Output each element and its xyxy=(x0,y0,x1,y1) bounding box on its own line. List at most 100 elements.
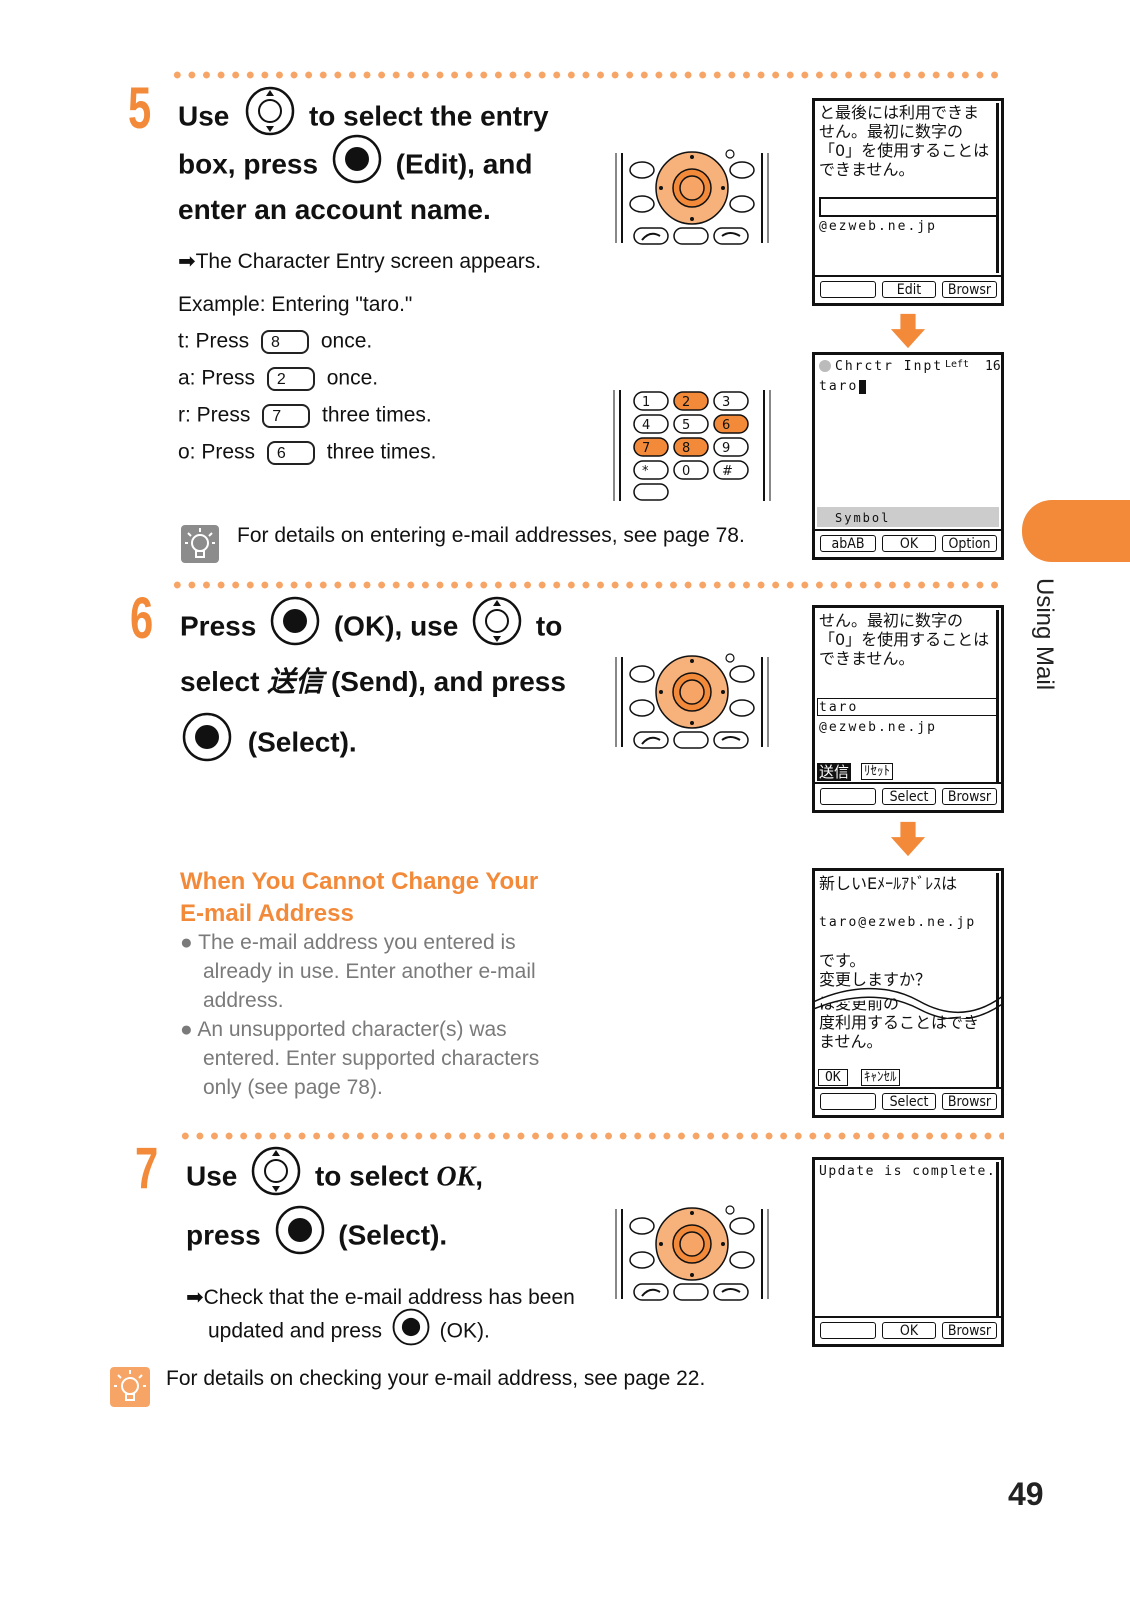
send-label-jp: 送信 xyxy=(267,665,324,698)
tip-lightbulb-icon xyxy=(110,1367,150,1407)
heading-text: (Select). xyxy=(247,726,357,758)
scrollbar[interactable] xyxy=(996,103,999,273)
softkey-browser[interactable]: Browsr xyxy=(942,1322,997,1339)
step-heading-line: (Select). xyxy=(182,726,357,762)
center-key-icon xyxy=(270,596,320,646)
text-input[interactable]: taro xyxy=(819,379,859,394)
softkey-bar: Select Browsr xyxy=(815,782,1001,810)
tip-text: For details on entering e-mail addresses… xyxy=(237,524,745,547)
screen-text: 変更しますか？ xyxy=(819,970,932,989)
heading-text: (Edit), and xyxy=(395,148,533,180)
note-bullet-line: address. xyxy=(203,989,284,1012)
softkey-bar: abAB OK Option xyxy=(815,529,1001,557)
email-domain: @ezweb.ne.jp xyxy=(819,219,937,234)
dotted-divider xyxy=(178,1132,1004,1140)
screen-text: せん。最初に数字の xyxy=(819,122,964,141)
phone-screen-character-input: Chrctr Inpt Left 16 taro Symbol abAB OK … xyxy=(812,352,1004,560)
screen-header: Chrctr Inpt xyxy=(835,359,944,374)
center-key-icon xyxy=(392,1308,430,1346)
navigation-key-icon xyxy=(245,86,295,136)
center-key-icon xyxy=(332,134,382,184)
example-suffix: three times. xyxy=(326,440,437,464)
step-heading-line: Use to select the entry xyxy=(178,100,549,136)
scrollbar[interactable] xyxy=(996,873,999,1087)
softkey-left[interactable] xyxy=(820,788,876,805)
step-result: updated and press (OK). xyxy=(208,1318,490,1346)
example-suffix: once. xyxy=(320,329,373,353)
cancel-button[interactable]: ｷｬﾝｾﾙ xyxy=(861,1069,900,1086)
softkey-browser[interactable]: Browsr xyxy=(942,788,997,805)
phone-navigation-illustration xyxy=(612,652,772,752)
reset-button[interactable]: ﾘｾｯﾄ xyxy=(861,763,893,780)
heading-text: to xyxy=(535,610,563,642)
screen-text: と最後には利用できま xyxy=(819,103,980,122)
softkey-browser[interactable]: Browsr xyxy=(942,281,997,298)
example-row: a: Press 2 once. xyxy=(178,367,378,391)
heading-text: box, press xyxy=(178,148,319,180)
softkey-left[interactable] xyxy=(820,1093,876,1110)
softkey-ok[interactable]: OK xyxy=(882,1322,936,1339)
screen-text: 度利用することはでき xyxy=(819,1013,980,1032)
softkey-browser[interactable]: Browsr xyxy=(942,1093,997,1110)
center-key-icon xyxy=(182,712,232,762)
step-number: 7 xyxy=(135,1136,159,1201)
down-arrow-icon xyxy=(888,312,928,350)
softkey-bar: OK Browsr xyxy=(815,1316,1001,1344)
example-prefix: o: Press xyxy=(178,440,256,464)
softkey-bar: Select Browsr xyxy=(815,1087,1001,1115)
note-bullet-line: ● An unsupported character(s) was xyxy=(180,1018,507,1041)
chapter-tab xyxy=(1022,500,1130,562)
softkey-select[interactable]: Select xyxy=(882,1093,936,1110)
softkey-input-mode[interactable]: abAB xyxy=(820,535,876,552)
heading-text: to select xyxy=(314,1160,429,1192)
navigation-key-icon xyxy=(251,1146,301,1196)
text-cursor xyxy=(859,380,866,394)
chapter-label: Using Mail xyxy=(1031,578,1058,691)
example-row: o: Press 6 three times. xyxy=(178,441,436,465)
phone-keypad-illustration xyxy=(612,388,772,503)
step-number: 5 xyxy=(128,76,152,141)
example-suffix: three times. xyxy=(322,403,432,427)
ok-label: OK xyxy=(436,1161,476,1193)
result-text: (OK). xyxy=(439,1319,490,1343)
symbol-label[interactable]: Symbol xyxy=(835,511,891,525)
softkey-left[interactable] xyxy=(820,1322,876,1339)
tip-lightbulb-icon xyxy=(180,524,220,564)
step-heading-line: press (Select). xyxy=(186,1219,447,1255)
input-mode-icon xyxy=(819,360,831,372)
note-bullet-line: only (see page 78). xyxy=(203,1076,383,1099)
dotted-divider xyxy=(170,581,1002,589)
note-bullet-line: ● The e-mail address you entered is xyxy=(180,931,516,954)
note-bullet-line: entered. Enter supported characters xyxy=(203,1047,540,1070)
example-prefix: a: Press xyxy=(178,366,256,390)
phone-screen-send: せん。最初に数字の 「0」を使用することは できません。 taro @ezweb… xyxy=(812,605,1004,813)
scrollbar[interactable] xyxy=(996,610,999,782)
result-text: updated and press xyxy=(208,1319,382,1343)
step-heading-line: enter an account name. xyxy=(178,194,491,225)
screen-text: 「0」を使用することは xyxy=(819,141,990,160)
heading-text: (Select). xyxy=(338,1219,448,1251)
example-prefix: r: Press xyxy=(178,403,251,427)
phone-screen-confirm-change: 新しいEﾒｰﾙｱﾄﾞﾚｽは taro@ezweb.ne.jp です。 変更します… xyxy=(812,868,1004,1118)
softkey-edit[interactable]: Edit xyxy=(882,281,936,298)
phone-screen-update-complete: Update is complete. OK Browsr xyxy=(812,1157,1004,1347)
center-key-icon xyxy=(275,1205,325,1255)
heading-text: press xyxy=(186,1219,261,1251)
keypad-6-icon: 6 xyxy=(266,441,315,465)
send-button[interactable]: 送信 xyxy=(817,763,852,781)
heading-text: select xyxy=(180,666,260,697)
softkey-left[interactable] xyxy=(820,281,876,298)
left-count: 16 xyxy=(985,359,1001,374)
screen-text: できません。 xyxy=(819,649,915,668)
account-name-input[interactable] xyxy=(819,197,999,217)
step-number: 6 xyxy=(130,586,154,651)
screen-text: 「0」を使用することは xyxy=(819,630,990,649)
scrollbar[interactable] xyxy=(996,1162,999,1316)
example-suffix: once. xyxy=(326,366,379,390)
softkey-ok[interactable]: OK xyxy=(882,535,936,552)
softkey-select[interactable]: Select xyxy=(882,788,936,805)
ok-button[interactable]: OK xyxy=(818,1069,848,1086)
email-domain: @ezweb.ne.jp xyxy=(819,720,937,735)
softkey-option[interactable]: Option xyxy=(942,535,997,552)
page-number: 49 xyxy=(1008,1476,1044,1512)
